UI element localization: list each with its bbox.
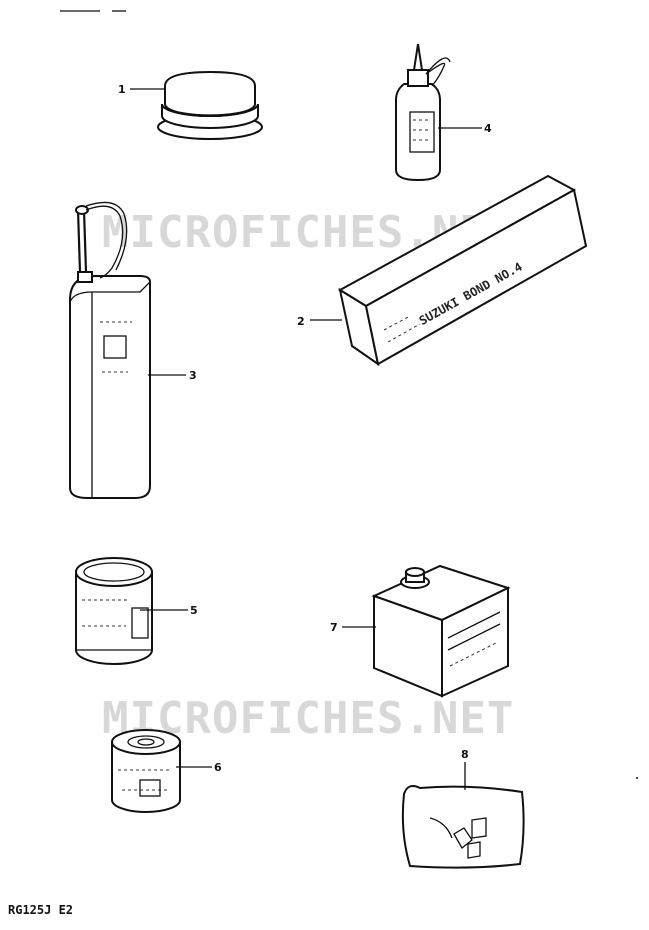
callout-4: 4 [484,122,492,135]
part-1-cap [157,70,263,140]
callout-8: 8 [461,748,469,761]
part-2-bond-box: SUZUKI BOND NO.4 [338,174,588,367]
callout-1: 1 [118,83,126,96]
stray-dot [636,777,638,779]
part-4-bottle [395,43,451,182]
callout-2: 2 [297,315,305,328]
callout-6: 6 [214,761,222,774]
callout-3: 3 [189,369,197,382]
part-8-bag [401,785,525,869]
part-3-oil-can [69,201,151,499]
callout-5: 5 [190,604,198,617]
model-code: RG125J E2 [8,903,74,917]
part-7-tin [371,564,511,698]
part-6-short-can [111,729,181,813]
part-5-can [75,557,153,665]
callout-7: 7 [330,621,338,634]
